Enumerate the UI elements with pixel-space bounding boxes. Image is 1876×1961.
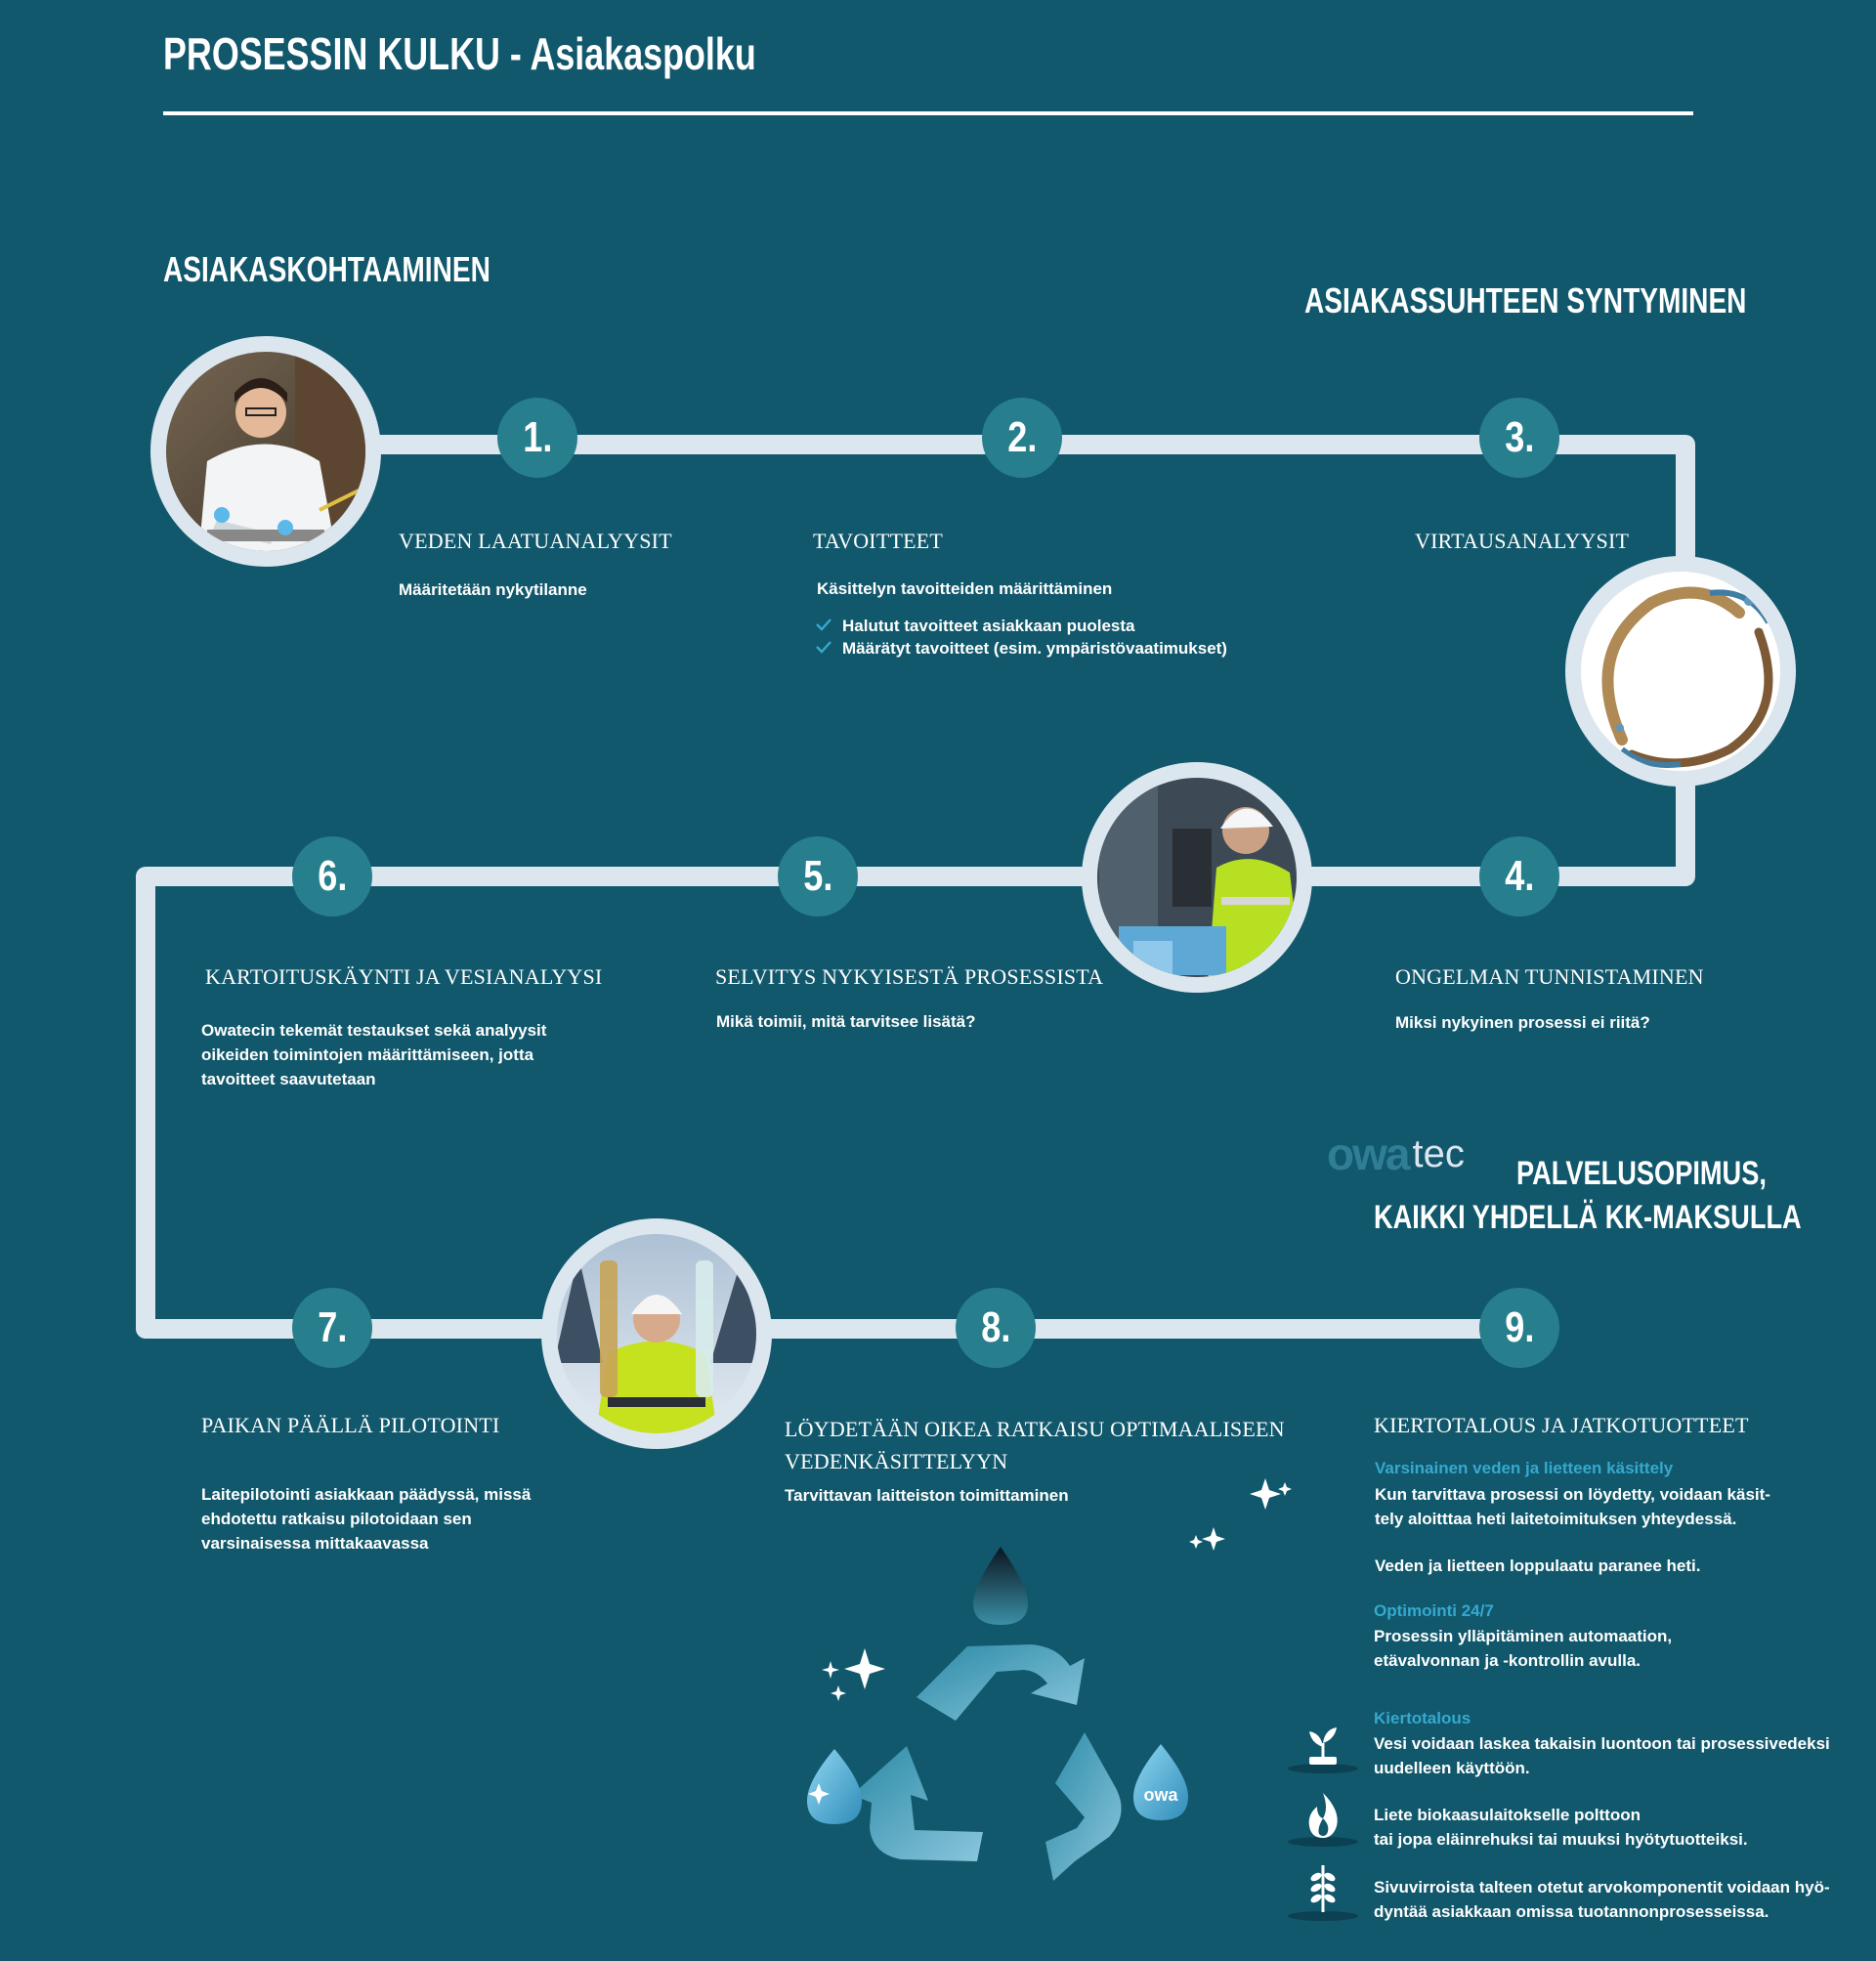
step-1-body: Määritetään nykytilanne: [399, 580, 587, 599]
step-3-badge: 3.: [1479, 398, 1559, 478]
recycle-arrow-right: [1045, 1732, 1122, 1881]
step-9-heading-optimization: Optimointi 24/7: [1374, 1601, 1494, 1620]
step-2-title: TAVOITTEET: [813, 529, 944, 553]
sparkle-icon: [831, 1685, 846, 1701]
step-6-title: KARTOITUSKÄYNTI JA VESIANALYYSI: [205, 964, 603, 989]
step-4-badge: 4.: [1479, 836, 1559, 917]
step-2-checklist: Halutut tavoitteet asiakkaan puolesta Mä…: [815, 615, 1227, 660]
service-agreement-line1: PALVELUSOPIMUS,: [1516, 1155, 1767, 1192]
step-9-text-optimization: Prosessin ylläpitäminen automaation, etä…: [1374, 1627, 1673, 1670]
recycle-arrow-top: [917, 1644, 1085, 1721]
owa-drop-icon: [1133, 1744, 1188, 1820]
step-7-badge: 7.: [292, 1288, 372, 1368]
step-4-title: ONGELMAN TUNNISTAMINEN: [1395, 964, 1704, 989]
pilot-sample-photo: [541, 1218, 772, 1449]
step-9-text-water-return: Vesi voidaan laskea takaisin luontoon ta…: [1374, 1734, 1830, 1777]
step-3-title: VIRTAUSANALYYSIT: [1415, 529, 1630, 553]
wheat-icon: [1288, 1865, 1358, 1921]
sparkle-icon: [844, 1648, 885, 1689]
page-title: PROSESSIN KULKU - Asiakaspolku: [163, 28, 756, 79]
step-2-badge: 2.: [982, 398, 1062, 478]
step-2-body: Käsittelyn tavoitteiden määrittäminen: [817, 579, 1113, 598]
water-swirl-image: [1565, 556, 1796, 787]
step-8-title: LÖYDETÄÄN OIKEA RATKAISU OPTIMAALISEEN V…: [785, 1417, 1285, 1473]
step-9-heading-treatment: Varsinainen veden ja lietteen käsittely: [1375, 1459, 1674, 1477]
step-7-title: PAIKAN PÄÄLLÄ PILOTOINTI: [201, 1413, 500, 1437]
step-9-text-treatment: Kun tarvittava prosessi on löydetty, voi…: [1375, 1485, 1770, 1528]
sprout-icon: [1288, 1727, 1358, 1773]
water-drop-icon: [807, 1749, 862, 1824]
check-item: Halutut tavoitteet asiakkaan puolesta: [815, 615, 1227, 637]
owatec-logo: owa tec: [1327, 1129, 1465, 1179]
lab-worker-photo: [150, 336, 381, 567]
check-icon: [816, 641, 831, 654]
step-6-badge: 6.: [292, 836, 372, 917]
step-1-title: VEDEN LAATUANALYYSIT: [399, 529, 672, 553]
step-5-title: SELVITYS NYKYISESTÄ PROSESSISTA: [715, 964, 1104, 989]
recycle-arrow-left: [852, 1746, 983, 1861]
step-9-title: KIERTOTALOUS JA JATKOTUOTTEET: [1374, 1413, 1749, 1437]
check-item: Määrätyt tavoitteet (esim. ympäristövaat…: [815, 637, 1227, 660]
step-4-body: Miksi nykyinen prosessi ei riitä?: [1395, 1013, 1650, 1032]
dark-drop-icon: [973, 1547, 1028, 1625]
step-9-text-quality: Veden ja lietteen loppulaatu paranee het…: [1375, 1556, 1701, 1575]
step-6-body: Owatecin tekemät testaukset sekä analyys…: [201, 1021, 547, 1088]
step-8-body: Tarvittavan laitteiston toimittaminen: [785, 1486, 1069, 1505]
sparkles-decoration: [1189, 1478, 1292, 1551]
section-heading-asiakaskohtaaminen: ASIAKASKOHTAAMINEN: [163, 249, 490, 289]
step-9-text-side-streams: Sivuvirroista talteen otetut arvokompone…: [1374, 1878, 1830, 1921]
check-icon: [816, 618, 831, 631]
title-divider: [163, 111, 1693, 115]
step-5-body: Mikä toimii, mitä tarvitsee lisätä?: [716, 1012, 976, 1031]
service-agreement-line2: KAIKKI YHDELLÄ KK-MAKSULLA: [1374, 1199, 1802, 1236]
step-7-body: Laitepilotointi asiakkaan päädyssä, miss…: [201, 1485, 532, 1553]
step-8-badge: 8.: [956, 1288, 1036, 1368]
recycle-graphic: owa: [807, 1547, 1188, 1881]
step-5-badge: 5.: [778, 836, 858, 917]
sparkle-icon: [822, 1661, 839, 1679]
owa-drop-label: owa: [1143, 1785, 1178, 1805]
step-9-heading-circular: Kiertotalous: [1374, 1709, 1471, 1727]
section-heading-asiakassuhde: ASIAKASSUHTEEN SYNTYMINEN: [1304, 280, 1747, 320]
step-9-badge: 9.: [1479, 1288, 1559, 1368]
technician-photo: [1082, 762, 1312, 993]
step-9-text-sludge: Liete biokaasulaitokselle polttoon tai j…: [1374, 1806, 1748, 1849]
step-1-badge: 1.: [497, 398, 577, 478]
flame-icon: [1288, 1793, 1358, 1847]
